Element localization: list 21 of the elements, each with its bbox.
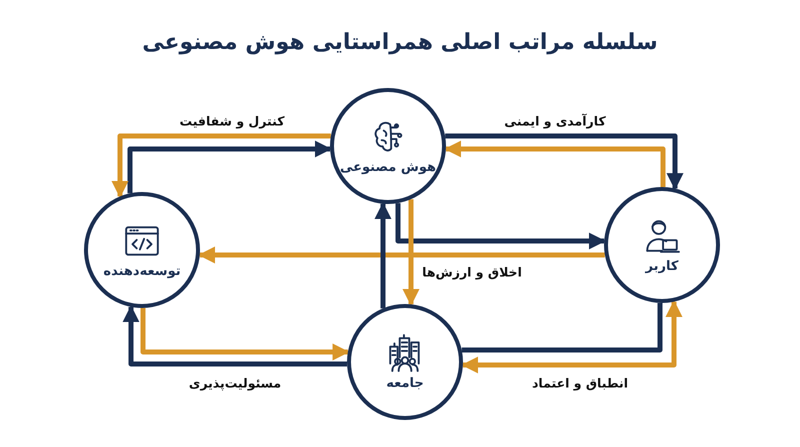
node-label: هوش مصنوعی — [340, 160, 436, 174]
edge-label: اخلاق و ارزش‌ها — [420, 264, 524, 280]
edge-label: مسئولیت‌پذیری — [186, 376, 284, 390]
arrow — [374, 202, 392, 308]
arrow — [198, 246, 605, 264]
arrow — [444, 140, 666, 187]
arrow — [396, 203, 606, 250]
edge-label: کارآمدی و ایمنی — [502, 114, 608, 128]
arrow — [461, 300, 682, 374]
arrow — [112, 134, 331, 198]
diagram-title: سلسله مراتب اصلی همراستایی هوش مصنوعی — [141, 30, 659, 55]
arrow — [128, 140, 332, 194]
arrow — [122, 305, 348, 366]
arrow — [445, 134, 684, 190]
arrow — [402, 199, 420, 306]
node-label: جامعه — [386, 376, 424, 390]
arrow — [140, 308, 350, 360]
node-label: توسعه‌دهنده — [103, 264, 181, 278]
edge-label: انطباق و اعتماد — [530, 376, 630, 390]
node-label: کاربر — [646, 258, 678, 274]
edge-label: کنترل و شفافیت — [177, 114, 287, 128]
